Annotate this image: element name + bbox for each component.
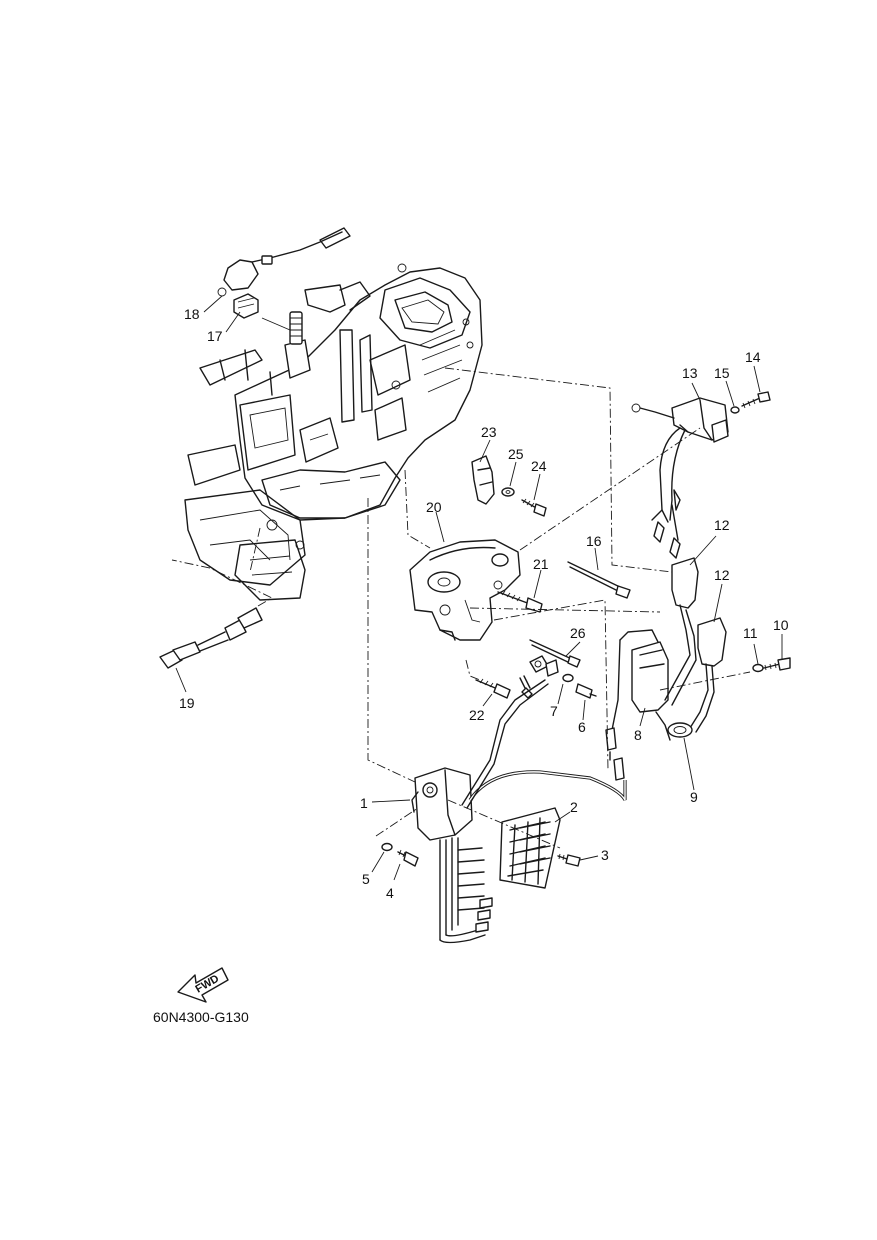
plug-cap-12-upper [664,557,699,706]
connector-block-2 [499,807,561,889]
cable-1-to-8-inner [469,771,626,801]
callout-25: 25 [508,446,524,462]
washer-25 [501,487,515,497]
callout-20: 20 [426,499,442,515]
washer-11 [752,663,764,673]
callout-5: 5 [362,871,370,887]
cable-coil-ground [461,679,546,806]
base-plate-20 [409,539,521,641]
cable-tie-26 [529,639,581,668]
bolt-3 [557,853,581,867]
callout-11: 11 [743,625,758,641]
ground-lead-7 [529,655,574,683]
bolt-24 [521,498,547,517]
callout-9: 9 [690,789,698,805]
lighting-coil-1 [411,767,493,944]
cable-tie-16 [567,561,631,599]
callout-23: 23 [481,424,497,440]
callout-7: 7 [550,703,558,719]
reference-lines [249,367,751,849]
callout-12-upper: 12 [714,517,730,533]
thermo-sensor-18 [217,227,351,297]
callout-12-lower: 12 [714,567,730,583]
cable-coil-ground-b [466,683,549,809]
clip-23 [471,455,495,505]
diagram-code: 60N4300-G130 [153,1009,249,1025]
bolt-10 [763,657,791,671]
callout-21: 21 [533,556,549,572]
cable-1-to-8 [468,770,627,801]
sensor-19 [159,559,273,669]
washer-15 [730,406,740,414]
engine-block [184,263,483,601]
callout-18: 18 [184,306,200,322]
grommet-9 [667,722,693,738]
cdi-unit-13 [631,397,729,559]
callout-17: 17 [207,328,223,344]
callout-22: 22 [469,707,485,723]
callout-2: 2 [570,799,578,815]
callout-19: 19 [179,695,195,711]
callout-16: 16 [586,533,602,549]
callout-15: 15 [714,365,730,381]
callout-4: 4 [386,885,394,901]
bolt-4 [397,849,419,867]
bolt-22 [475,678,511,699]
bolt-6 [575,683,597,699]
callout-26: 26 [570,625,586,641]
leader-lines [175,295,783,881]
callout-6: 6 [578,719,586,735]
connector-plug [519,675,533,699]
callout-8: 8 [634,727,642,743]
bolt-14 [741,391,771,409]
callout-13: 13 [682,365,698,381]
callout-labels: 1 2 3 4 5 6 7 8 9 10 11 12 12 13 14 15 1… [179,306,789,901]
callout-14: 14 [745,349,761,365]
sensor-17 [233,293,259,319]
callout-3: 3 [601,847,609,863]
washer-5 [381,842,393,852]
ignition-coil-8 [605,629,671,781]
callout-24: 24 [531,458,547,474]
callout-1: 1 [360,795,368,811]
fwd-arrow-icon: FWD [177,967,229,1003]
callout-10: 10 [773,617,789,633]
